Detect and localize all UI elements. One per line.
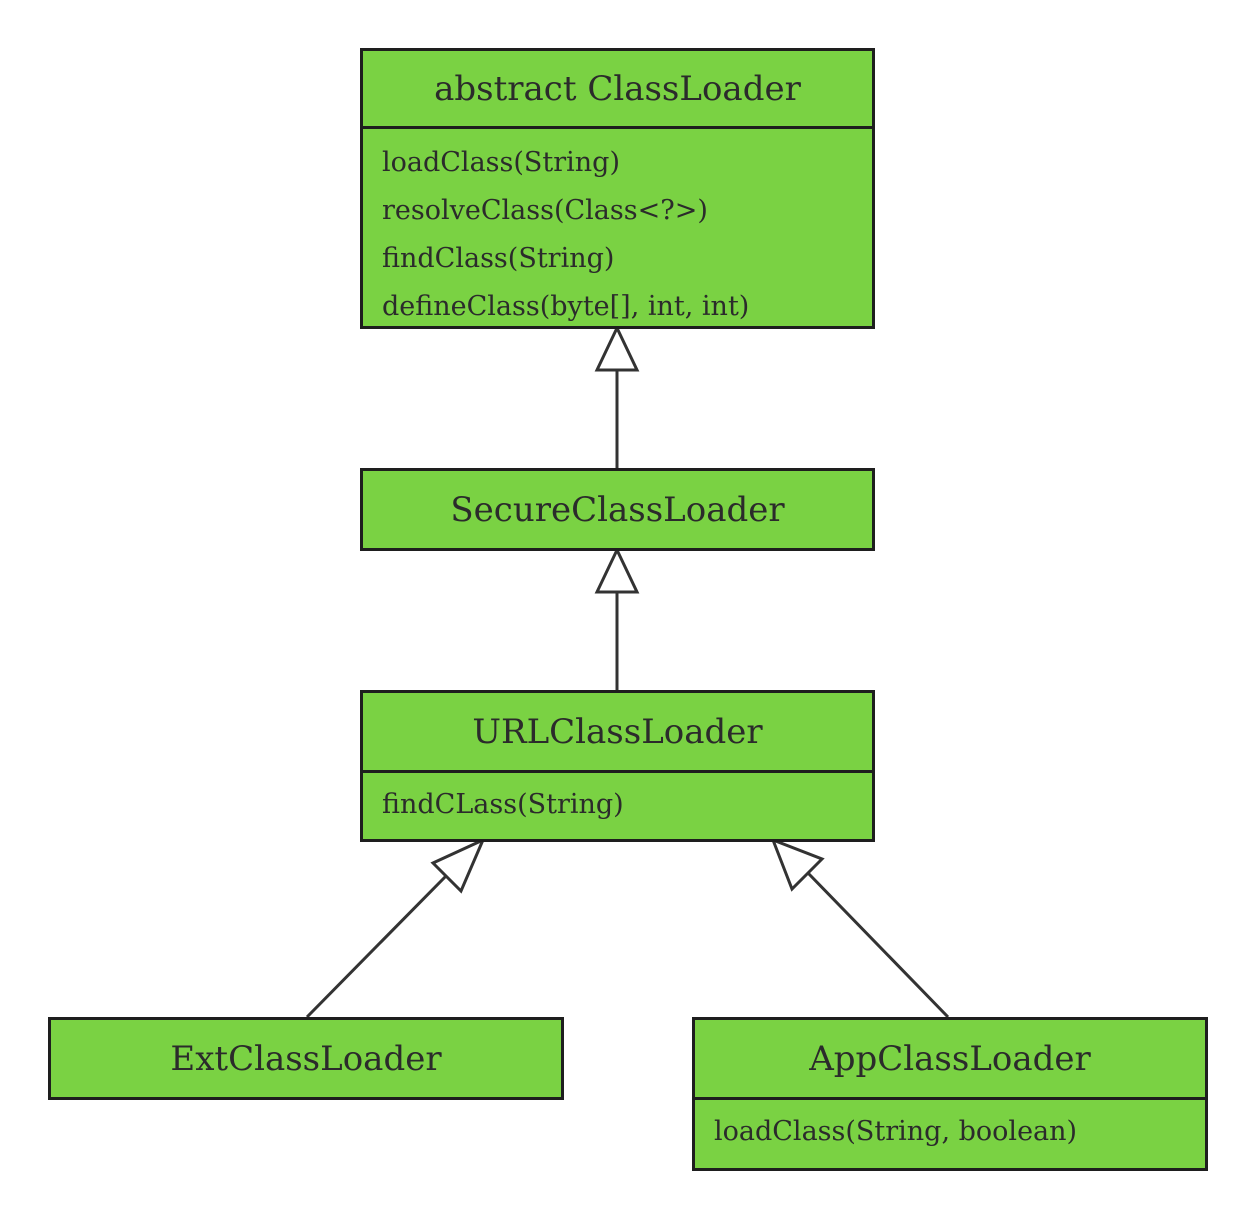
inheritance-line-ext-to-url xyxy=(305,874,448,1019)
class-box-classloader: abstract ClassLoader loadClass(String) r… xyxy=(360,48,875,329)
class-name-extclassloader: ExtClassLoader xyxy=(170,1038,442,1079)
method-loadclass-app: loadClass(String, boolean) xyxy=(714,1116,1078,1147)
method-defineclass: defineClass(byte[], int, int) xyxy=(382,291,750,322)
class-name-urlclassloader: URLClassLoader xyxy=(363,693,872,773)
method-list-urlclassloader: findCLass(String) xyxy=(363,773,872,829)
class-name-classloader: abstract ClassLoader xyxy=(363,51,872,129)
inheritance-line-app-to-url xyxy=(806,871,950,1019)
inheritance-arrowhead-classloader xyxy=(594,324,640,372)
method-loadclass: loadClass(String) xyxy=(382,147,621,178)
method-findclass: findClass(String) xyxy=(382,243,615,274)
method-list-classloader: loadClass(String) resolveClass(Class<?>)… xyxy=(363,129,872,331)
class-name-secureclassloader: SecureClassLoader xyxy=(450,489,785,530)
method-resolveclass: resolveClass(Class<?>) xyxy=(382,195,708,226)
inheritance-arrowhead-url-right xyxy=(770,837,825,892)
method-findclass-url: findCLass(String) xyxy=(382,789,624,820)
class-box-secureclassloader: SecureClassLoader xyxy=(360,468,875,551)
class-box-appclassloader: AppClassLoader loadClass(String, boolean… xyxy=(692,1017,1208,1171)
inheritance-arrowhead-url-left xyxy=(430,837,486,894)
class-name-appclassloader: AppClassLoader xyxy=(695,1020,1205,1100)
inheritance-arrowhead-secure xyxy=(594,546,640,594)
class-box-urlclassloader: URLClassLoader findCLass(String) xyxy=(360,690,875,842)
method-list-appclassloader: loadClass(String, boolean) xyxy=(695,1100,1205,1156)
class-box-extclassloader: ExtClassLoader xyxy=(48,1017,564,1100)
